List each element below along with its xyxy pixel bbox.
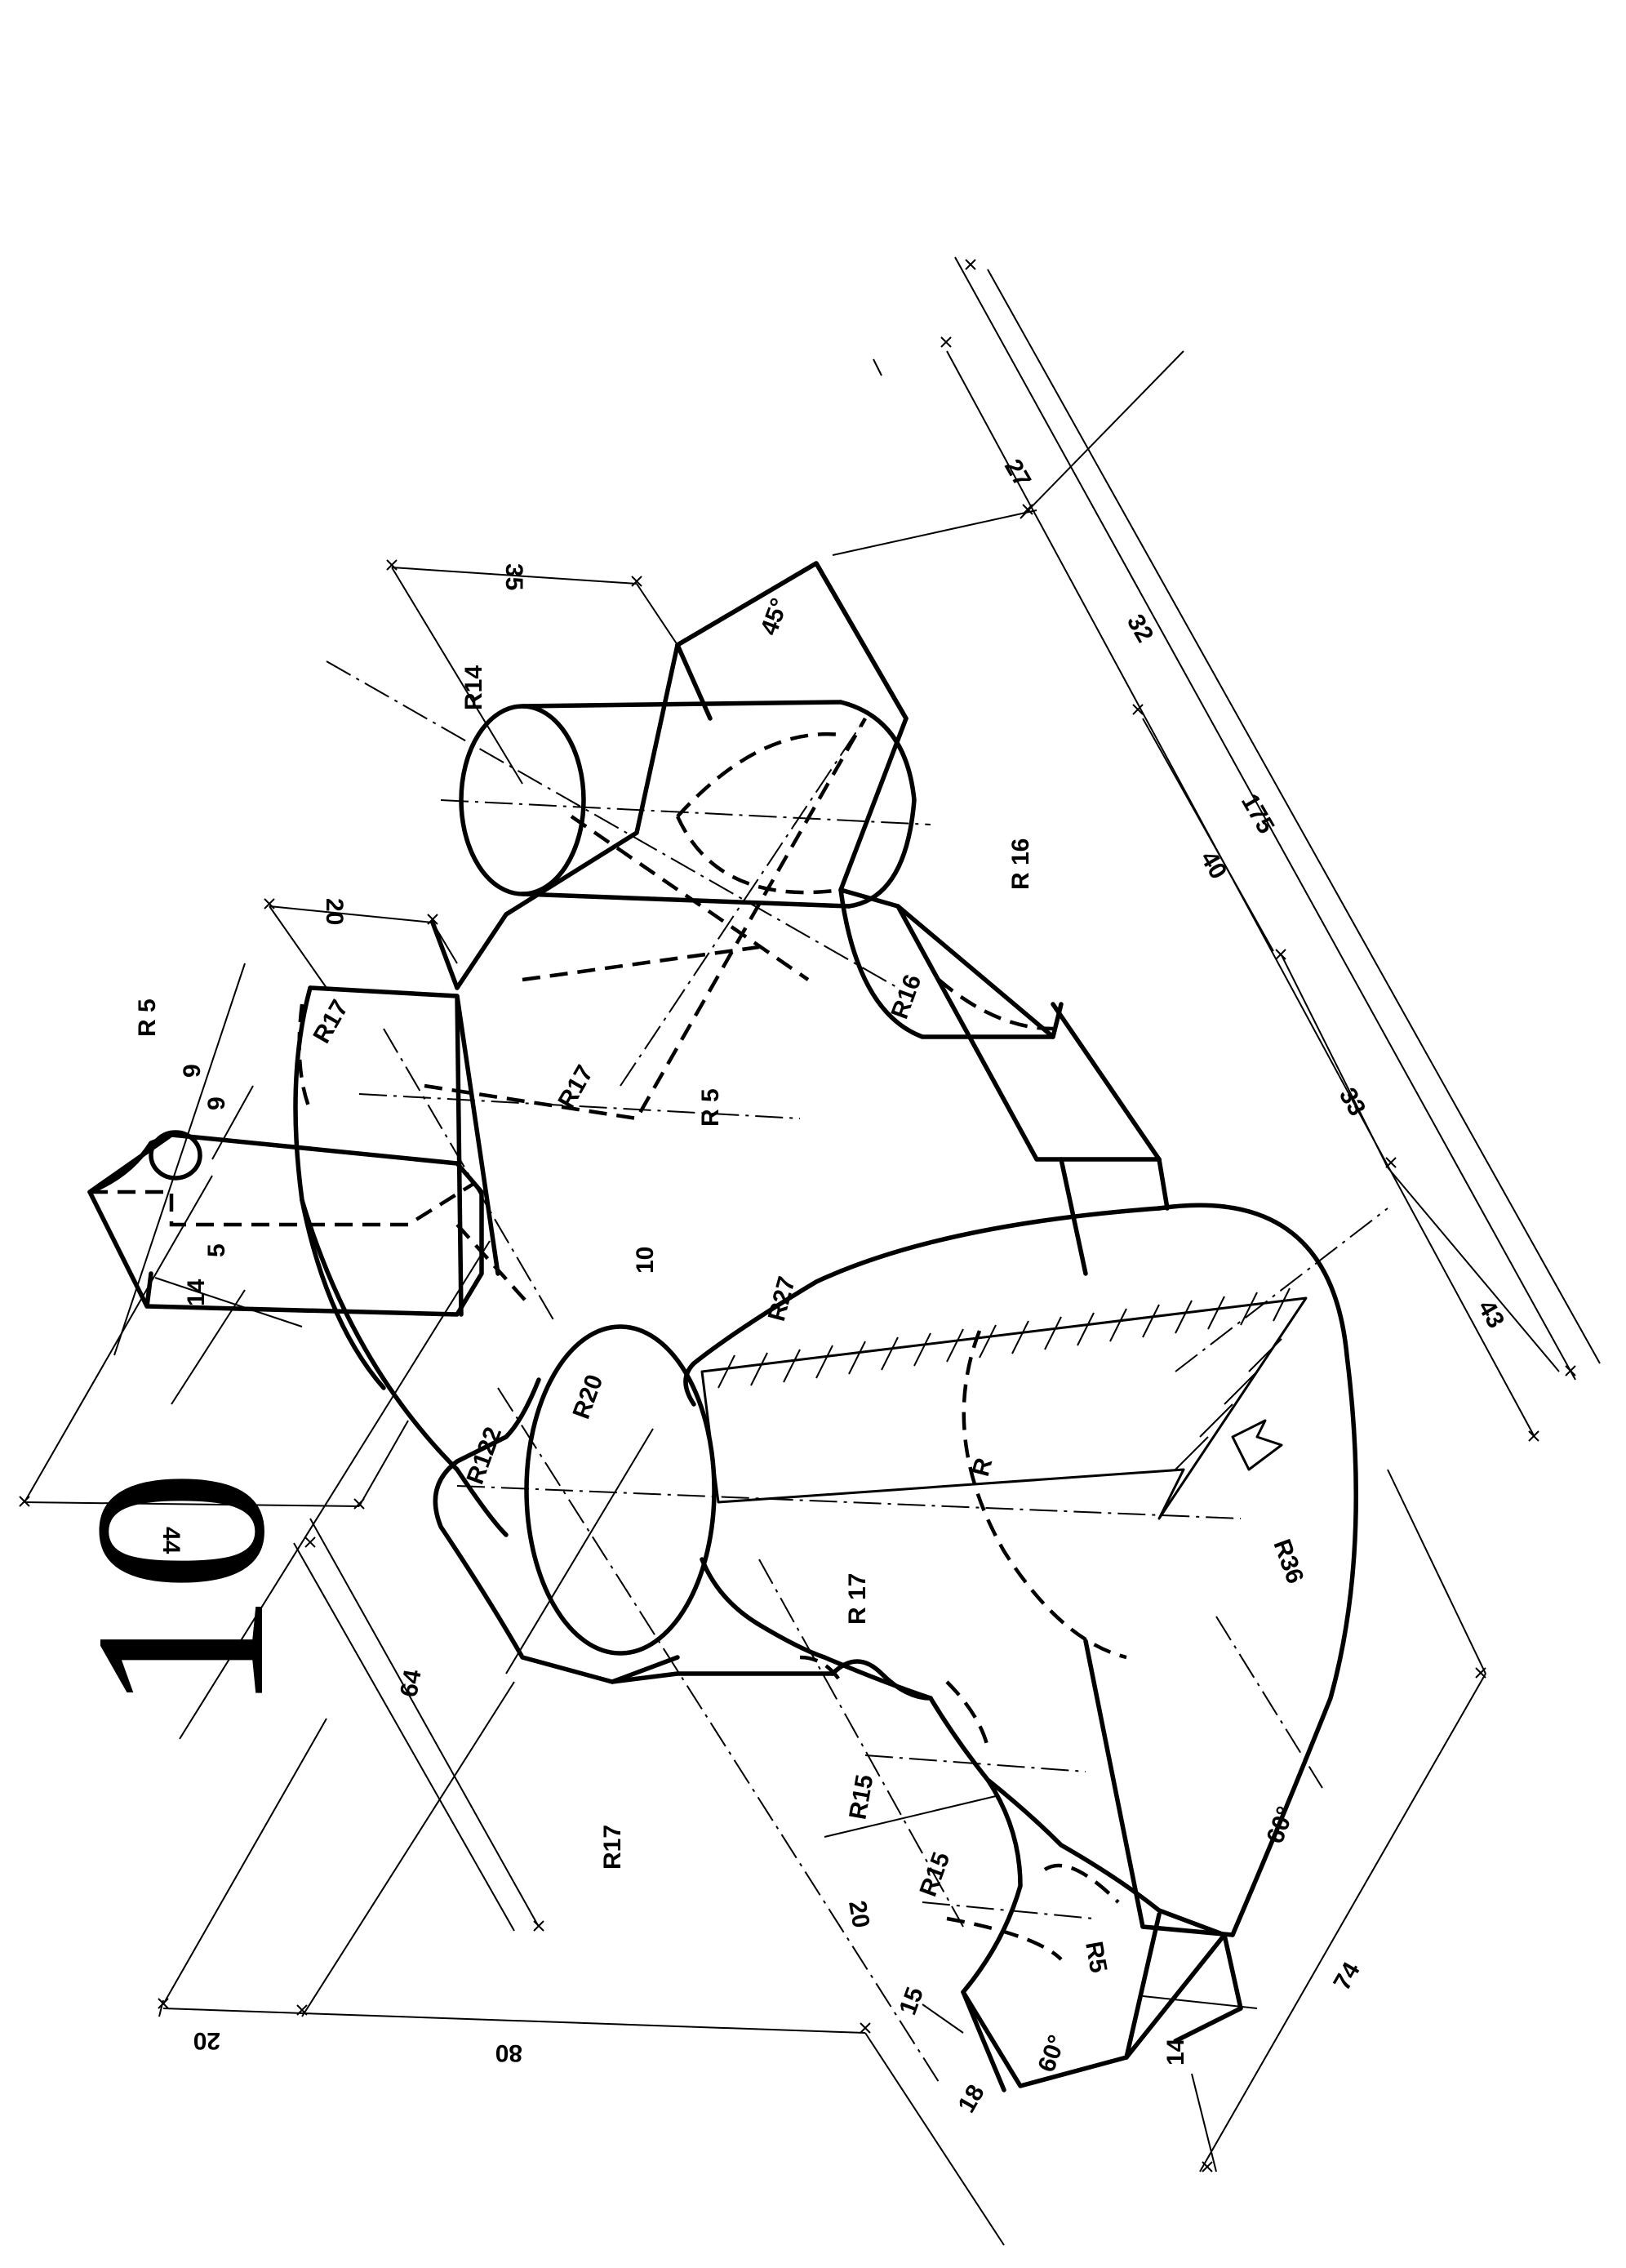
dimension-lines [24, 256, 1601, 2246]
dim-r16b: R 16 [1007, 838, 1034, 890]
dim-r14: R14 [460, 665, 487, 710]
dim-20-low: 20 [843, 1898, 874, 1930]
dim-35: 35 [500, 563, 527, 590]
dim-r15a: R15 [844, 1772, 878, 1821]
dim-r17-upper: R17 [308, 995, 353, 1047]
dim-60-right: 60° [1262, 1803, 1300, 1847]
dimension-ticks [19, 259, 1576, 2172]
dim-r17-low: R 17 [844, 1573, 871, 1625]
dim-r5-mid: R 5 [697, 1088, 724, 1127]
dim-18: 18 [953, 2080, 989, 2117]
dim-14-top: 14 [183, 1279, 210, 1306]
center-lines [326, 660, 1388, 2083]
dim-40: 40 [1195, 847, 1232, 883]
dim-27: 27 [999, 455, 1036, 491]
dim-r15b: R15 [915, 1848, 956, 1900]
dim-64: 64 [395, 1667, 426, 1699]
dim-43: 43 [1473, 1296, 1509, 1332]
dim-r5-low: R5 [1080, 1939, 1112, 1975]
dim-44: 44 [158, 1527, 184, 1554]
dim-r20: R20 [568, 1371, 609, 1422]
dim-r17-left: R17 [599, 1825, 626, 1870]
dim-45: 45° [756, 594, 794, 638]
part-outline [87, 561, 1358, 2092]
dim-r16a: R16 [886, 971, 927, 1022]
section-hatching [700, 1287, 1308, 1520]
dim-r36: R36 [1268, 1536, 1308, 1587]
dim-9b: 9 [203, 1096, 230, 1110]
dim-14-low: 14 [1162, 2038, 1189, 2066]
dim-20-left: 20 [193, 2027, 220, 2054]
dim-r5-top: R 5 [134, 998, 161, 1037]
dim-74: 74 [1328, 1958, 1365, 1995]
dim-9a: 9 [179, 1064, 206, 1078]
dim-10: 10 [632, 1247, 659, 1274]
dim-20-top: 20 [321, 898, 348, 925]
dim-5: 5 [203, 1243, 230, 1257]
dim-80: 80 [495, 2039, 522, 2066]
dim-33: 33 [1334, 1083, 1371, 1120]
dim-r27: R27 [763, 1274, 801, 1324]
dim-15: 15 [895, 1984, 929, 2019]
dim-60-low: 60° [1033, 2031, 1072, 2075]
hidden-lines [90, 717, 1127, 1961]
